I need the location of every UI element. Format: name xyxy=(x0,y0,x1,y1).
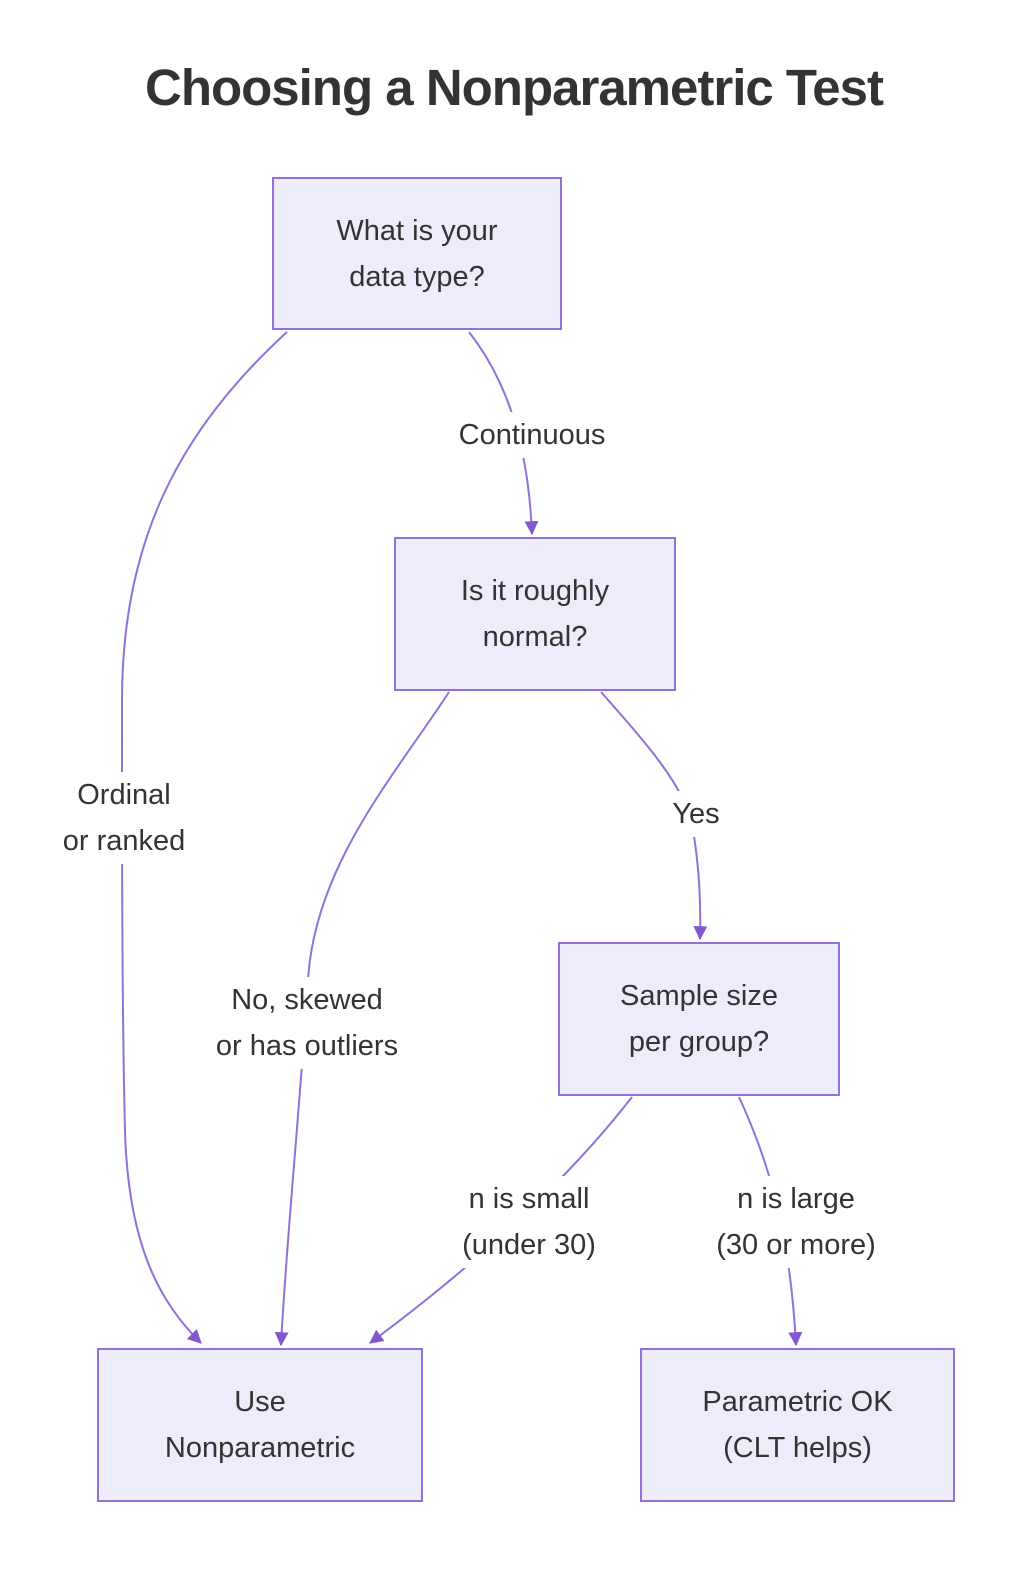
node-is-normal-line2: normal? xyxy=(482,621,588,653)
edge-label-yes: Yes xyxy=(664,791,728,837)
node-sample-size-line1: Sample size xyxy=(620,980,778,1012)
edge-label-no-skewed: No, skewed or has outliers xyxy=(207,977,407,1069)
edge-label-no-skewed-line1: No, skewed xyxy=(231,984,383,1016)
edge-label-yes-text: Yes xyxy=(672,798,720,830)
edge-label-ordinal-line2: or ranked xyxy=(62,825,186,857)
node-sample-size: Sample size per group? xyxy=(558,942,840,1096)
edge-ordinal xyxy=(120,331,288,1344)
edge-label-n-large: n is large (30 or more) xyxy=(708,1176,884,1268)
edge-label-n-small-line2: (under 30) xyxy=(462,1229,596,1261)
node-is-normal-line1: Is it roughly xyxy=(460,575,610,607)
edge-label-continuous-text: Continuous xyxy=(458,419,606,451)
diagram-title: Choosing a Nonparametric Test xyxy=(144,59,884,116)
edge-label-ordinal-line1: Ordinal xyxy=(77,779,171,811)
node-use-nonparametric-line1: Use xyxy=(234,1386,286,1418)
node-data-type-line1: What is your xyxy=(336,214,498,247)
node-parametric-ok: Parametric OK (CLT helps) xyxy=(640,1348,955,1502)
node-use-nonparametric: Use Nonparametric xyxy=(97,1348,423,1502)
node-data-type: What is your data type? xyxy=(272,177,562,330)
node-data-type-line2: data type? xyxy=(349,260,485,293)
edge-label-n-small-line1: n is small xyxy=(468,1183,590,1215)
edge-label-n-large-line2: (30 or more) xyxy=(716,1229,876,1261)
edge-label-ordinal: Ordinal or ranked xyxy=(54,772,194,864)
node-sample-size-line2: per group? xyxy=(628,1026,770,1058)
node-parametric-ok-line1: Parametric OK xyxy=(702,1386,893,1418)
edge-label-n-small: n is small (under 30) xyxy=(454,1176,604,1268)
edge-label-n-large-line1: n is large xyxy=(737,1183,855,1215)
edge-label-no-skewed-line2: or has outliers xyxy=(215,1030,399,1062)
node-parametric-ok-line2: (CLT helps) xyxy=(723,1432,872,1464)
node-is-normal: Is it roughly normal? xyxy=(394,537,676,691)
edge-label-continuous: Continuous xyxy=(450,412,614,458)
node-use-nonparametric-line2: Nonparametric xyxy=(164,1432,356,1464)
